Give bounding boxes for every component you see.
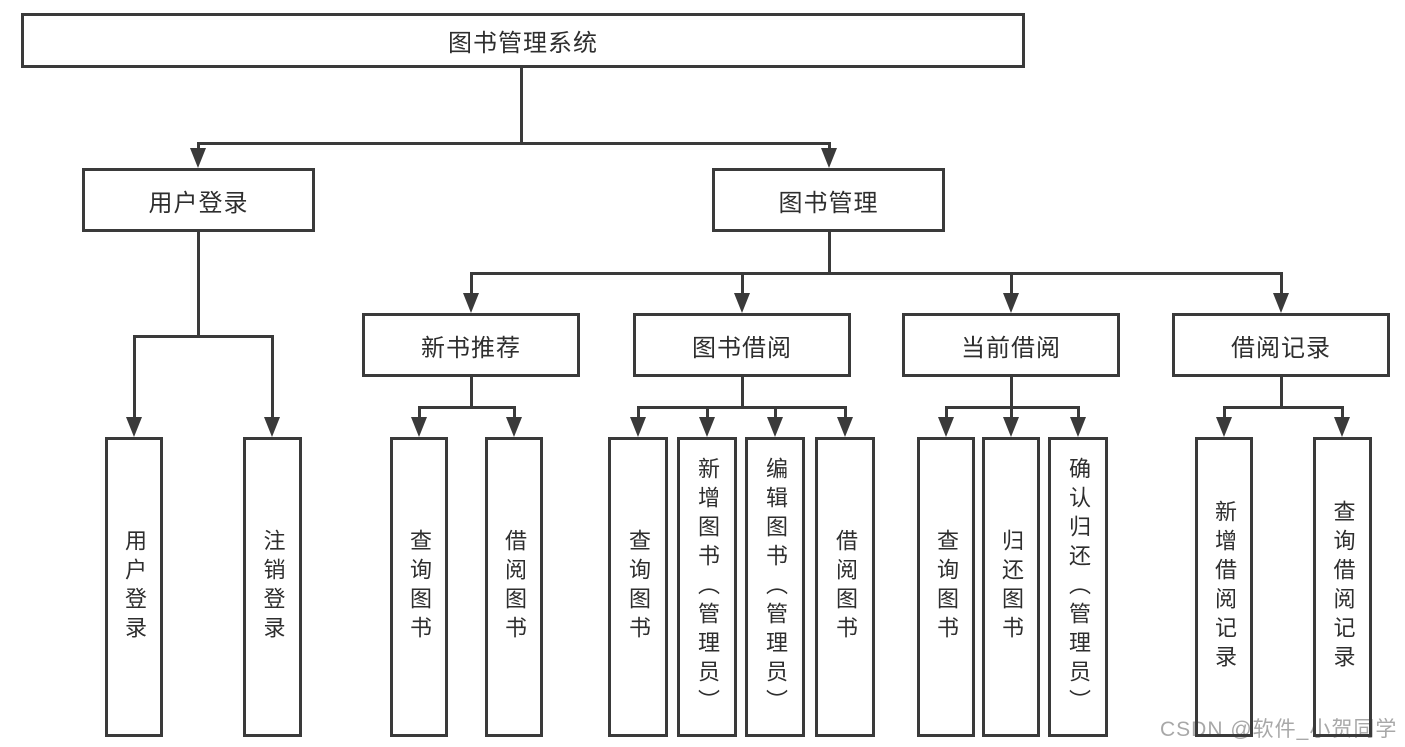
arrow-down-icon — [1216, 417, 1232, 437]
connector-root-drop — [520, 68, 523, 142]
connector-level3-splitter — [470, 272, 1283, 275]
node-current-borrowing: 当前借阅 — [902, 313, 1120, 377]
connector-book-mgmt-drop — [828, 232, 831, 272]
node-book-management: 图书管理 — [712, 168, 945, 232]
arrow-down-icon — [699, 417, 715, 437]
arrow-down-icon — [1273, 293, 1289, 313]
connector-leaf-stub — [706, 406, 709, 419]
connector-leaf-stub — [1010, 406, 1013, 419]
node-root-library-system: 图书管理系统 — [21, 13, 1025, 68]
arrow-down-icon — [1003, 293, 1019, 313]
connector-splitter — [637, 406, 847, 409]
leaf-query-books-recommend: 查询图书 — [390, 437, 448, 737]
arrow-down-icon — [1003, 417, 1019, 437]
connector-leaf-stub — [418, 406, 421, 419]
arrow-down-icon — [411, 417, 427, 437]
connector-drop — [470, 377, 473, 406]
node-borrowing-records-label: 借阅记录 — [1231, 334, 1331, 362]
arrow-down-icon — [734, 293, 750, 313]
leaf-add-books-admin: 新增图书（管理员） — [677, 437, 737, 737]
leaf-query-books-borrowing: 查询图书 — [608, 437, 668, 737]
node-user-login-label: 用户登录 — [148, 189, 249, 217]
leaf-logout: 注销登录 — [243, 437, 302, 737]
connector-leaf-stub — [470, 272, 473, 295]
connector-book-mgmt-stub — [828, 142, 831, 152]
arrow-down-icon — [767, 417, 783, 437]
connector-user-login-stub — [197, 142, 200, 152]
node-book-borrowing-label: 图书借阅 — [692, 334, 792, 362]
arrow-down-icon — [506, 417, 522, 437]
node-root-label: 图书管理系统 — [448, 30, 598, 57]
connector-leaf-stub — [741, 272, 744, 295]
arrow-down-icon — [821, 148, 837, 168]
arrow-down-icon — [126, 417, 142, 437]
connector-splitter — [1223, 406, 1344, 409]
connector-user-login-drop — [197, 232, 200, 335]
connector-leaf-stub — [774, 406, 777, 419]
connector-leaf-stub — [1341, 406, 1344, 419]
leaf-borrow-books-recommend: 借阅图书 — [485, 437, 543, 737]
connector-leaf-stub — [1223, 406, 1226, 419]
node-book-borrowing: 图书借阅 — [633, 313, 851, 377]
leaf-borrow-books-borrowing: 借阅图书 — [815, 437, 875, 737]
leaf-user-login: 用户登录 — [105, 437, 163, 737]
connector-leaf-stub — [1010, 272, 1013, 295]
connector-leaf-stub — [271, 335, 274, 419]
leaf-return-books: 归还图书 — [982, 437, 1040, 737]
node-new-book-recommend: 新书推荐 — [362, 313, 580, 377]
node-book-management-label: 图书管理 — [778, 189, 879, 217]
connector-leaf-stub — [133, 335, 136, 419]
leaf-edit-books-admin: 编辑图书（管理员） — [745, 437, 805, 737]
connector-user-login-splitter — [133, 335, 274, 338]
connector-drop — [741, 377, 744, 406]
connector-leaf-stub — [1280, 272, 1283, 295]
arrow-down-icon — [190, 148, 206, 168]
connector-drop — [1280, 377, 1283, 406]
connector-splitter — [418, 406, 516, 409]
arrow-down-icon — [938, 417, 954, 437]
connector-leaf-stub — [1077, 406, 1080, 419]
node-current-borrowing-label: 当前借阅 — [961, 334, 1061, 362]
connector-leaf-stub — [945, 406, 948, 419]
connector-drop — [1010, 377, 1013, 406]
leaf-query-borrow-record: 查询借阅记录 — [1313, 437, 1372, 737]
leaf-query-books-current: 查询图书 — [917, 437, 975, 737]
leaf-add-borrow-record: 新增借阅记录 — [1195, 437, 1253, 737]
arrow-down-icon — [630, 417, 646, 437]
arrow-down-icon — [1070, 417, 1086, 437]
leaf-confirm-return-admin: 确认归还（管理员） — [1048, 437, 1108, 737]
connector-leaf-stub — [513, 406, 516, 419]
arrow-down-icon — [837, 417, 853, 437]
connector-leaf-stub — [844, 406, 847, 419]
node-user-login: 用户登录 — [82, 168, 315, 232]
node-new-book-recommend-label: 新书推荐 — [421, 334, 521, 362]
node-borrowing-records: 借阅记录 — [1172, 313, 1390, 377]
connector-level2-splitter — [197, 142, 831, 145]
connector-leaf-stub — [637, 406, 640, 419]
arrow-down-icon — [1334, 417, 1350, 437]
arrow-down-icon — [264, 417, 280, 437]
arrow-down-icon — [463, 293, 479, 313]
